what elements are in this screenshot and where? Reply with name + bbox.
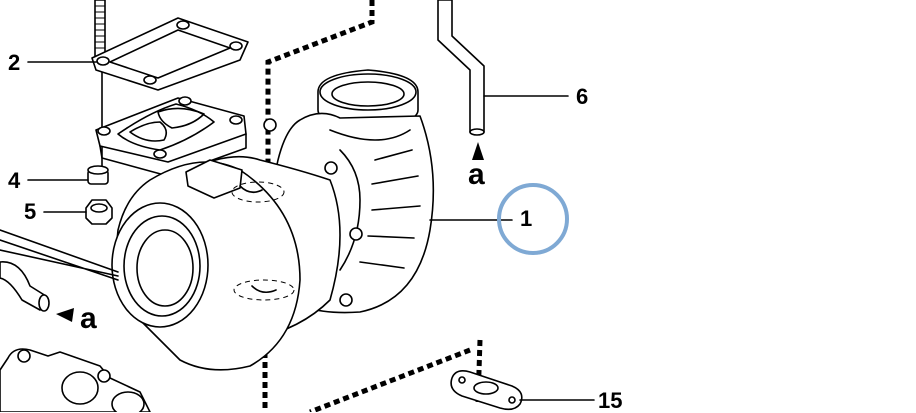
spacer-washer	[87, 165, 109, 185]
lower-bracket	[0, 348, 151, 412]
oil-pipe	[437, 0, 485, 136]
arrow-left-icon	[56, 308, 74, 322]
arrow-label-a-left: a	[80, 302, 97, 335]
callout-4: 4	[8, 168, 21, 193]
left-pipes	[0, 229, 119, 312]
arrow-up-icon	[472, 142, 484, 160]
gasket-top	[91, 17, 249, 91]
arrow-label-a-right: a	[468, 158, 485, 191]
callout-1: 1	[520, 206, 533, 231]
highlight-circle	[497, 183, 569, 255]
callout-2: 2	[8, 50, 21, 75]
callout-6: 6	[576, 84, 589, 109]
callout-15: 15	[598, 388, 623, 413]
callout-5: 5	[24, 199, 37, 224]
turbocharger	[111, 69, 435, 371]
oil-gasket	[450, 370, 523, 411]
flange-nut	[85, 199, 113, 225]
